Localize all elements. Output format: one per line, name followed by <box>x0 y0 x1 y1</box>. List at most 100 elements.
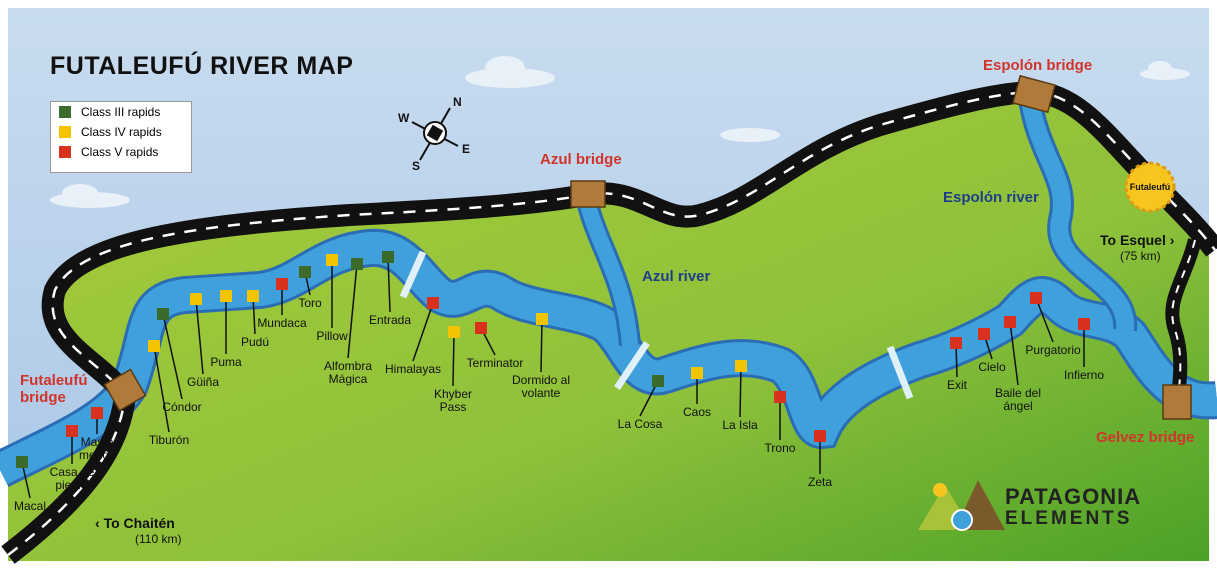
rapid-marker-class-iii <box>299 266 311 278</box>
rapid-leader-line <box>1009 321 1019 386</box>
compass-s: S <box>412 159 421 173</box>
rapid-label: Baile del ángel <box>994 386 1042 413</box>
rapid-marker-class-iv <box>247 290 259 302</box>
rapid-marker-class-v <box>950 337 962 349</box>
rapid-marker-class-iv <box>326 254 338 266</box>
class-v-swatch <box>59 146 71 158</box>
legend-label: Class III rapids <box>81 105 161 119</box>
rapid-label: Mundaca <box>257 316 307 330</box>
class-iii-swatch <box>59 106 71 118</box>
rapid-label: Pillow <box>316 329 348 343</box>
rapid-marker-class-v <box>1004 316 1016 328</box>
rapid-leader-line <box>387 256 391 313</box>
esquel-distance: (75 km) <box>1120 249 1161 263</box>
to-esquel-label: To Esquel › <box>1100 232 1175 248</box>
chaiten-distance: (110 km) <box>135 532 182 546</box>
rapid-label: Infierno <box>1063 368 1105 382</box>
rapid-label: Trono <box>764 441 796 455</box>
compass-w: W <box>398 111 410 125</box>
futaleufu-bridge-label: Futaleufú bridge <box>20 372 88 406</box>
compass-e: E <box>462 142 471 156</box>
logo-line2: ELEMENTS <box>1005 508 1133 529</box>
legend: Class III rapids Class IV rapids Class V… <box>50 101 192 173</box>
rapid-marker-class-v <box>91 407 103 419</box>
rapid-marker-class-iv <box>148 340 160 352</box>
class-iv-swatch <box>59 126 71 138</box>
rapid-marker-class-iv <box>220 290 232 302</box>
chaiten-text: To Chaitén <box>103 515 175 531</box>
rapid-label: Pudú <box>240 335 270 349</box>
rapid-marker-class-iv <box>735 360 747 372</box>
rapid-leader-line <box>1035 297 1054 343</box>
rapid-marker-class-iv <box>536 313 548 325</box>
rapid-marker-class-v <box>276 278 288 290</box>
rapid-leader-line <box>452 331 455 387</box>
rapid-label: Cielo <box>978 360 1006 374</box>
rapid-marker-class-iii <box>157 308 169 320</box>
rapid-marker-class-v <box>1078 318 1090 330</box>
legend-label: Class IV rapids <box>81 125 162 139</box>
gelvez-bridge-label: Gelvez bridge <box>1096 429 1195 446</box>
rapid-marker-class-v <box>1030 292 1042 304</box>
rapid-leader-line <box>153 345 170 433</box>
rapid-leader-line <box>195 298 204 375</box>
rapid-label: Casa de piedra <box>49 465 95 492</box>
rapid-label: Dormido al volante <box>511 373 571 400</box>
rapid-marker-class-iii <box>382 251 394 263</box>
rapid-leader-line <box>347 263 358 359</box>
rapid-label: Macal <box>13 499 47 513</box>
azul-bridge-label: Azul bridge <box>540 151 622 168</box>
rapid-leader-line <box>739 365 742 418</box>
rapid-marker-class-iii <box>351 258 363 270</box>
espolon-river <box>1018 97 1138 332</box>
logo-line1: PATAGONIA <box>1005 484 1142 509</box>
rapid-label: Purgatorio <box>1025 343 1081 357</box>
rapid-marker-class-iv <box>190 293 202 305</box>
rapid-label: Toro <box>298 296 322 310</box>
rapid-marker-class-v <box>978 328 990 340</box>
bridge-icons <box>103 74 1192 420</box>
compass-icon <box>411 107 459 161</box>
legend-item-class-v: Class V rapids <box>51 142 191 162</box>
rapid-label: Tiburón <box>148 433 190 447</box>
legend-item-class-iv: Class IV rapids <box>51 122 191 142</box>
rapid-label: La Cosa <box>617 417 663 431</box>
rapid-leader-line <box>412 302 434 362</box>
town-marker <box>1124 161 1176 213</box>
legend-label: Class V rapids <box>81 145 159 159</box>
espolon-river-label: Espolón river <box>943 189 1039 206</box>
rapid-label: Güiña <box>186 375 220 389</box>
rapid-label: Puma <box>210 355 242 369</box>
rapid-label: Cóndor <box>162 400 202 414</box>
espolon-bridge-label: Espolón bridge <box>983 57 1093 74</box>
esquel-text: To Esquel <box>1100 232 1166 248</box>
legend-item-class-iii: Class III rapids <box>51 102 191 122</box>
rapid-label: La Isla <box>722 418 758 432</box>
river-markers <box>399 250 914 400</box>
rapid-marker-class-iv <box>691 367 703 379</box>
rapid-label: Terminator <box>466 356 524 370</box>
rapid-label: Mas o menos <box>78 435 116 462</box>
rapid-marker-class-iii <box>652 375 664 387</box>
rapid-marker-class-v <box>814 430 826 442</box>
rapid-leader-line <box>162 313 183 400</box>
logo-mark <box>918 480 1005 531</box>
clouds <box>50 56 1190 208</box>
rapid-marker-class-iv <box>448 326 460 338</box>
rapid-marker-class-v <box>475 322 487 334</box>
rapid-leader-line <box>540 318 543 373</box>
town-label: Futaleufú <box>1129 182 1171 192</box>
rapid-marker-class-v <box>774 391 786 403</box>
rapid-label: Khyber Pass <box>433 387 473 414</box>
rapid-label: Zeta <box>807 475 833 489</box>
rapid-marker-class-iii <box>16 456 28 468</box>
rapid-label: Caos <box>682 405 712 419</box>
rapid-leader-line <box>252 295 256 335</box>
rapid-label: Alfombra Mágica <box>323 359 373 386</box>
map-title: FUTALEUFÚ RIVER MAP <box>50 52 354 80</box>
rapid-label: Himalayas <box>384 362 442 376</box>
azul-river-label: Azul river <box>642 268 711 285</box>
to-chaiten-label: ‹ To Chaitén <box>95 515 175 531</box>
logo-text: PATAGONIA ELEMENTS <box>1005 486 1141 530</box>
